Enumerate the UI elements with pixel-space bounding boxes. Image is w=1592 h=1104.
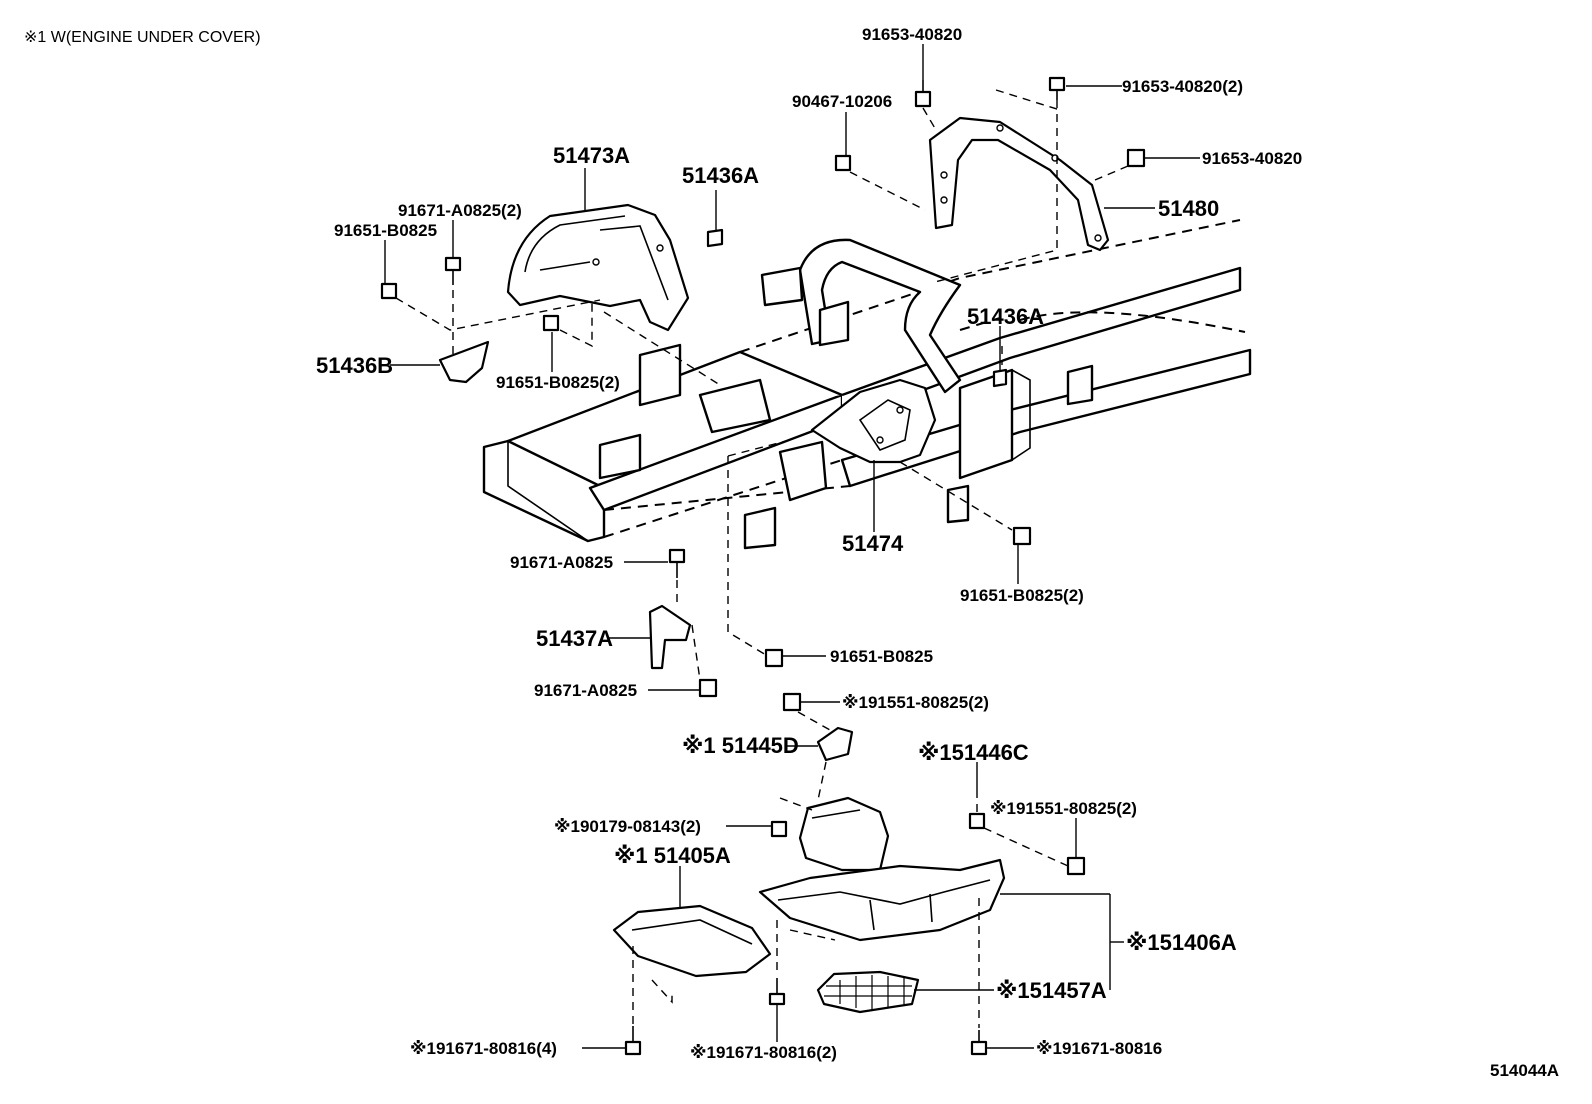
shield-51474[interactable] xyxy=(810,378,937,464)
part-label[interactable]: 51436A xyxy=(682,163,759,188)
part-label[interactable]: ※191671-80816(4) xyxy=(410,1039,557,1058)
assembly-guides xyxy=(395,89,1129,1028)
part-label[interactable]: ※1 51405A xyxy=(614,843,731,868)
bolt-icon[interactable] xyxy=(782,692,802,712)
part-label[interactable]: 91651-B0825(2) xyxy=(496,373,620,392)
bolts xyxy=(380,76,1146,1056)
part-label[interactable]: ※191551-80825(2) xyxy=(990,799,1137,818)
bolt-icon[interactable] xyxy=(1048,76,1066,100)
part-label[interactable]: 91653-40820 xyxy=(1202,149,1302,168)
bracket-51436B[interactable] xyxy=(438,340,490,384)
bolt-icon[interactable] xyxy=(380,282,398,300)
bolt-icon[interactable] xyxy=(624,1026,642,1056)
part-label[interactable]: 91651-B0825(2) xyxy=(960,586,1084,605)
nut-51436A-mid[interactable] xyxy=(992,368,1008,388)
part-label[interactable]: ※151406A xyxy=(1126,930,1237,955)
bolt-icon[interactable] xyxy=(698,678,718,698)
part-label[interactable]: 51437A xyxy=(536,626,613,651)
leader-lines xyxy=(384,44,1200,1049)
bracket-51437A[interactable] xyxy=(648,604,692,670)
part-label[interactable]: 90467-10206 xyxy=(792,92,892,111)
part-label[interactable]: 91653-40820 xyxy=(862,25,962,44)
bolt-icon[interactable] xyxy=(768,978,786,1006)
bolt-icon[interactable] xyxy=(770,820,788,838)
bolt-icon[interactable] xyxy=(968,812,986,830)
cover-51457A[interactable] xyxy=(816,970,920,1014)
part-label[interactable]: 91671-A0825 xyxy=(510,553,613,572)
cover-51405A[interactable] xyxy=(612,904,772,978)
part-label[interactable]: 91651-B0825 xyxy=(334,221,437,240)
part-label[interactable]: 51480 xyxy=(1158,196,1219,221)
bolt-icon[interactable] xyxy=(914,80,932,108)
chassis-frame xyxy=(482,219,1252,550)
header-note: ※1 W(ENGINE UNDER COVER) xyxy=(24,29,261,46)
bolt-icon[interactable] xyxy=(444,256,462,285)
bolt-icon[interactable] xyxy=(764,648,784,668)
part-label[interactable]: 91653-40820(2) xyxy=(1122,77,1243,96)
part-label[interactable]: 91671-A0825(2) xyxy=(398,201,522,220)
shield-51473A[interactable] xyxy=(506,203,690,332)
part-label[interactable]: 51474 xyxy=(842,531,904,556)
bolt-icon[interactable] xyxy=(668,548,686,578)
bolt-icon[interactable] xyxy=(542,314,560,332)
part-label[interactable]: 91671-A0825 xyxy=(534,681,637,700)
part-label[interactable]: 51436A xyxy=(967,304,1044,329)
bolt-icon[interactable] xyxy=(1066,856,1086,876)
bracket-51445D[interactable] xyxy=(816,726,854,762)
part-label[interactable]: ※1 51445D xyxy=(682,733,799,758)
part-label[interactable]: ※191551-80825(2) xyxy=(842,693,989,712)
part-label[interactable]: ※151457A xyxy=(996,978,1107,1003)
part-label[interactable]: 51436B xyxy=(316,353,393,378)
part-label[interactable]: 91651-B0825 xyxy=(830,647,933,666)
part-label[interactable]: ※151446C xyxy=(918,740,1029,765)
bolt-icon[interactable] xyxy=(970,1030,988,1056)
bolt-icon[interactable] xyxy=(1012,526,1032,546)
nut-51436A-top[interactable] xyxy=(706,228,724,248)
diagram-id: 514044A xyxy=(1490,1061,1559,1080)
part-label[interactable]: ※191671-80816(2) xyxy=(690,1043,837,1062)
cover-51446C[interactable] xyxy=(798,796,890,872)
part-label[interactable]: ※190179-08143(2) xyxy=(554,817,701,836)
cover-51406A[interactable] xyxy=(758,858,1006,942)
bracket-51480[interactable] xyxy=(928,116,1110,252)
bolt-icon[interactable] xyxy=(1126,148,1146,168)
bolt-icon[interactable] xyxy=(834,154,852,172)
part-label[interactable]: ※191671-80816 xyxy=(1036,1039,1162,1058)
part-label[interactable]: 51473A xyxy=(553,143,630,168)
